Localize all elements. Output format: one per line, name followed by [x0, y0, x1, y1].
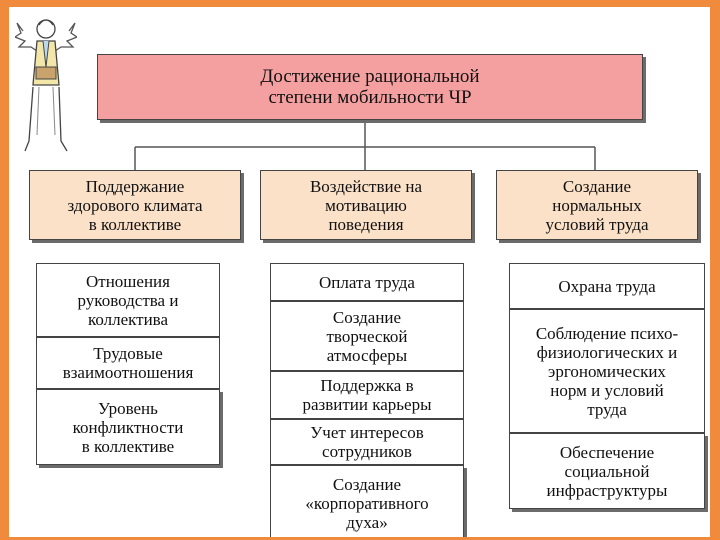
- item-ergonomic-norms: Соблюдение психо- физиологических и эрго…: [509, 309, 705, 433]
- item-career-support: Поддержка в развитии карьеры: [270, 371, 464, 419]
- item-social-infrastructure: Обеспечение социальной инфраструктуры: [509, 433, 705, 509]
- header-column-3-label: Создание нормальных условий труда: [545, 176, 649, 234]
- angel-figure-icon: [15, 19, 77, 152]
- item-label: Учет интересов сотрудников: [310, 423, 424, 461]
- item-relations-management-staff: Отношения руководства и коллектива: [36, 263, 220, 337]
- item-labor-relations: Трудовые взаимоотношения: [36, 337, 220, 389]
- item-employee-interests: Учет интересов сотрудников: [270, 419, 464, 465]
- connector-lines: [134, 119, 596, 170]
- item-creative-atmosphere: Создание творческой атмосферы: [270, 301, 464, 371]
- header-column-2-label: Воздействие на мотивацию поведения: [309, 176, 423, 234]
- item-conflict-level: Уровень конфликтности в коллективе: [36, 389, 220, 465]
- slide: Достижение рациональной степени мобильно…: [9, 7, 710, 537]
- item-label: Создание «корпоративного духа»: [305, 474, 429, 532]
- item-corporate-spirit: Создание «корпоративного духа»: [270, 465, 464, 537]
- item-label: Трудовые взаимоотношения: [62, 344, 194, 382]
- item-label: Соблюдение психо- физиологических и эрго…: [535, 323, 679, 419]
- item-label: Охрана труда: [558, 276, 656, 296]
- root-node-label: Достижение рациональной степени мобильно…: [260, 66, 480, 108]
- item-remuneration: Оплата труда: [270, 263, 464, 301]
- item-label: Оплата труда: [319, 272, 415, 292]
- item-label: Поддержка в развитии карьеры: [302, 376, 432, 414]
- header-column-2: Воздействие на мотивацию поведения: [260, 170, 472, 240]
- item-labor-protection: Охрана труда: [509, 263, 705, 309]
- header-column-3: Создание нормальных условий труда: [496, 170, 698, 240]
- header-column-1: Поддержание здорового климата в коллекти…: [29, 170, 241, 240]
- item-label: Обеспечение социальной инфраструктуры: [546, 442, 668, 500]
- item-label: Отношения руководства и коллектива: [77, 271, 179, 329]
- header-column-1-label: Поддержание здорового климата в коллекти…: [67, 176, 203, 234]
- item-label: Создание творческой атмосферы: [326, 307, 408, 365]
- root-node: Достижение рациональной степени мобильно…: [97, 54, 643, 120]
- item-label: Уровень конфликтности в коллективе: [72, 398, 184, 456]
